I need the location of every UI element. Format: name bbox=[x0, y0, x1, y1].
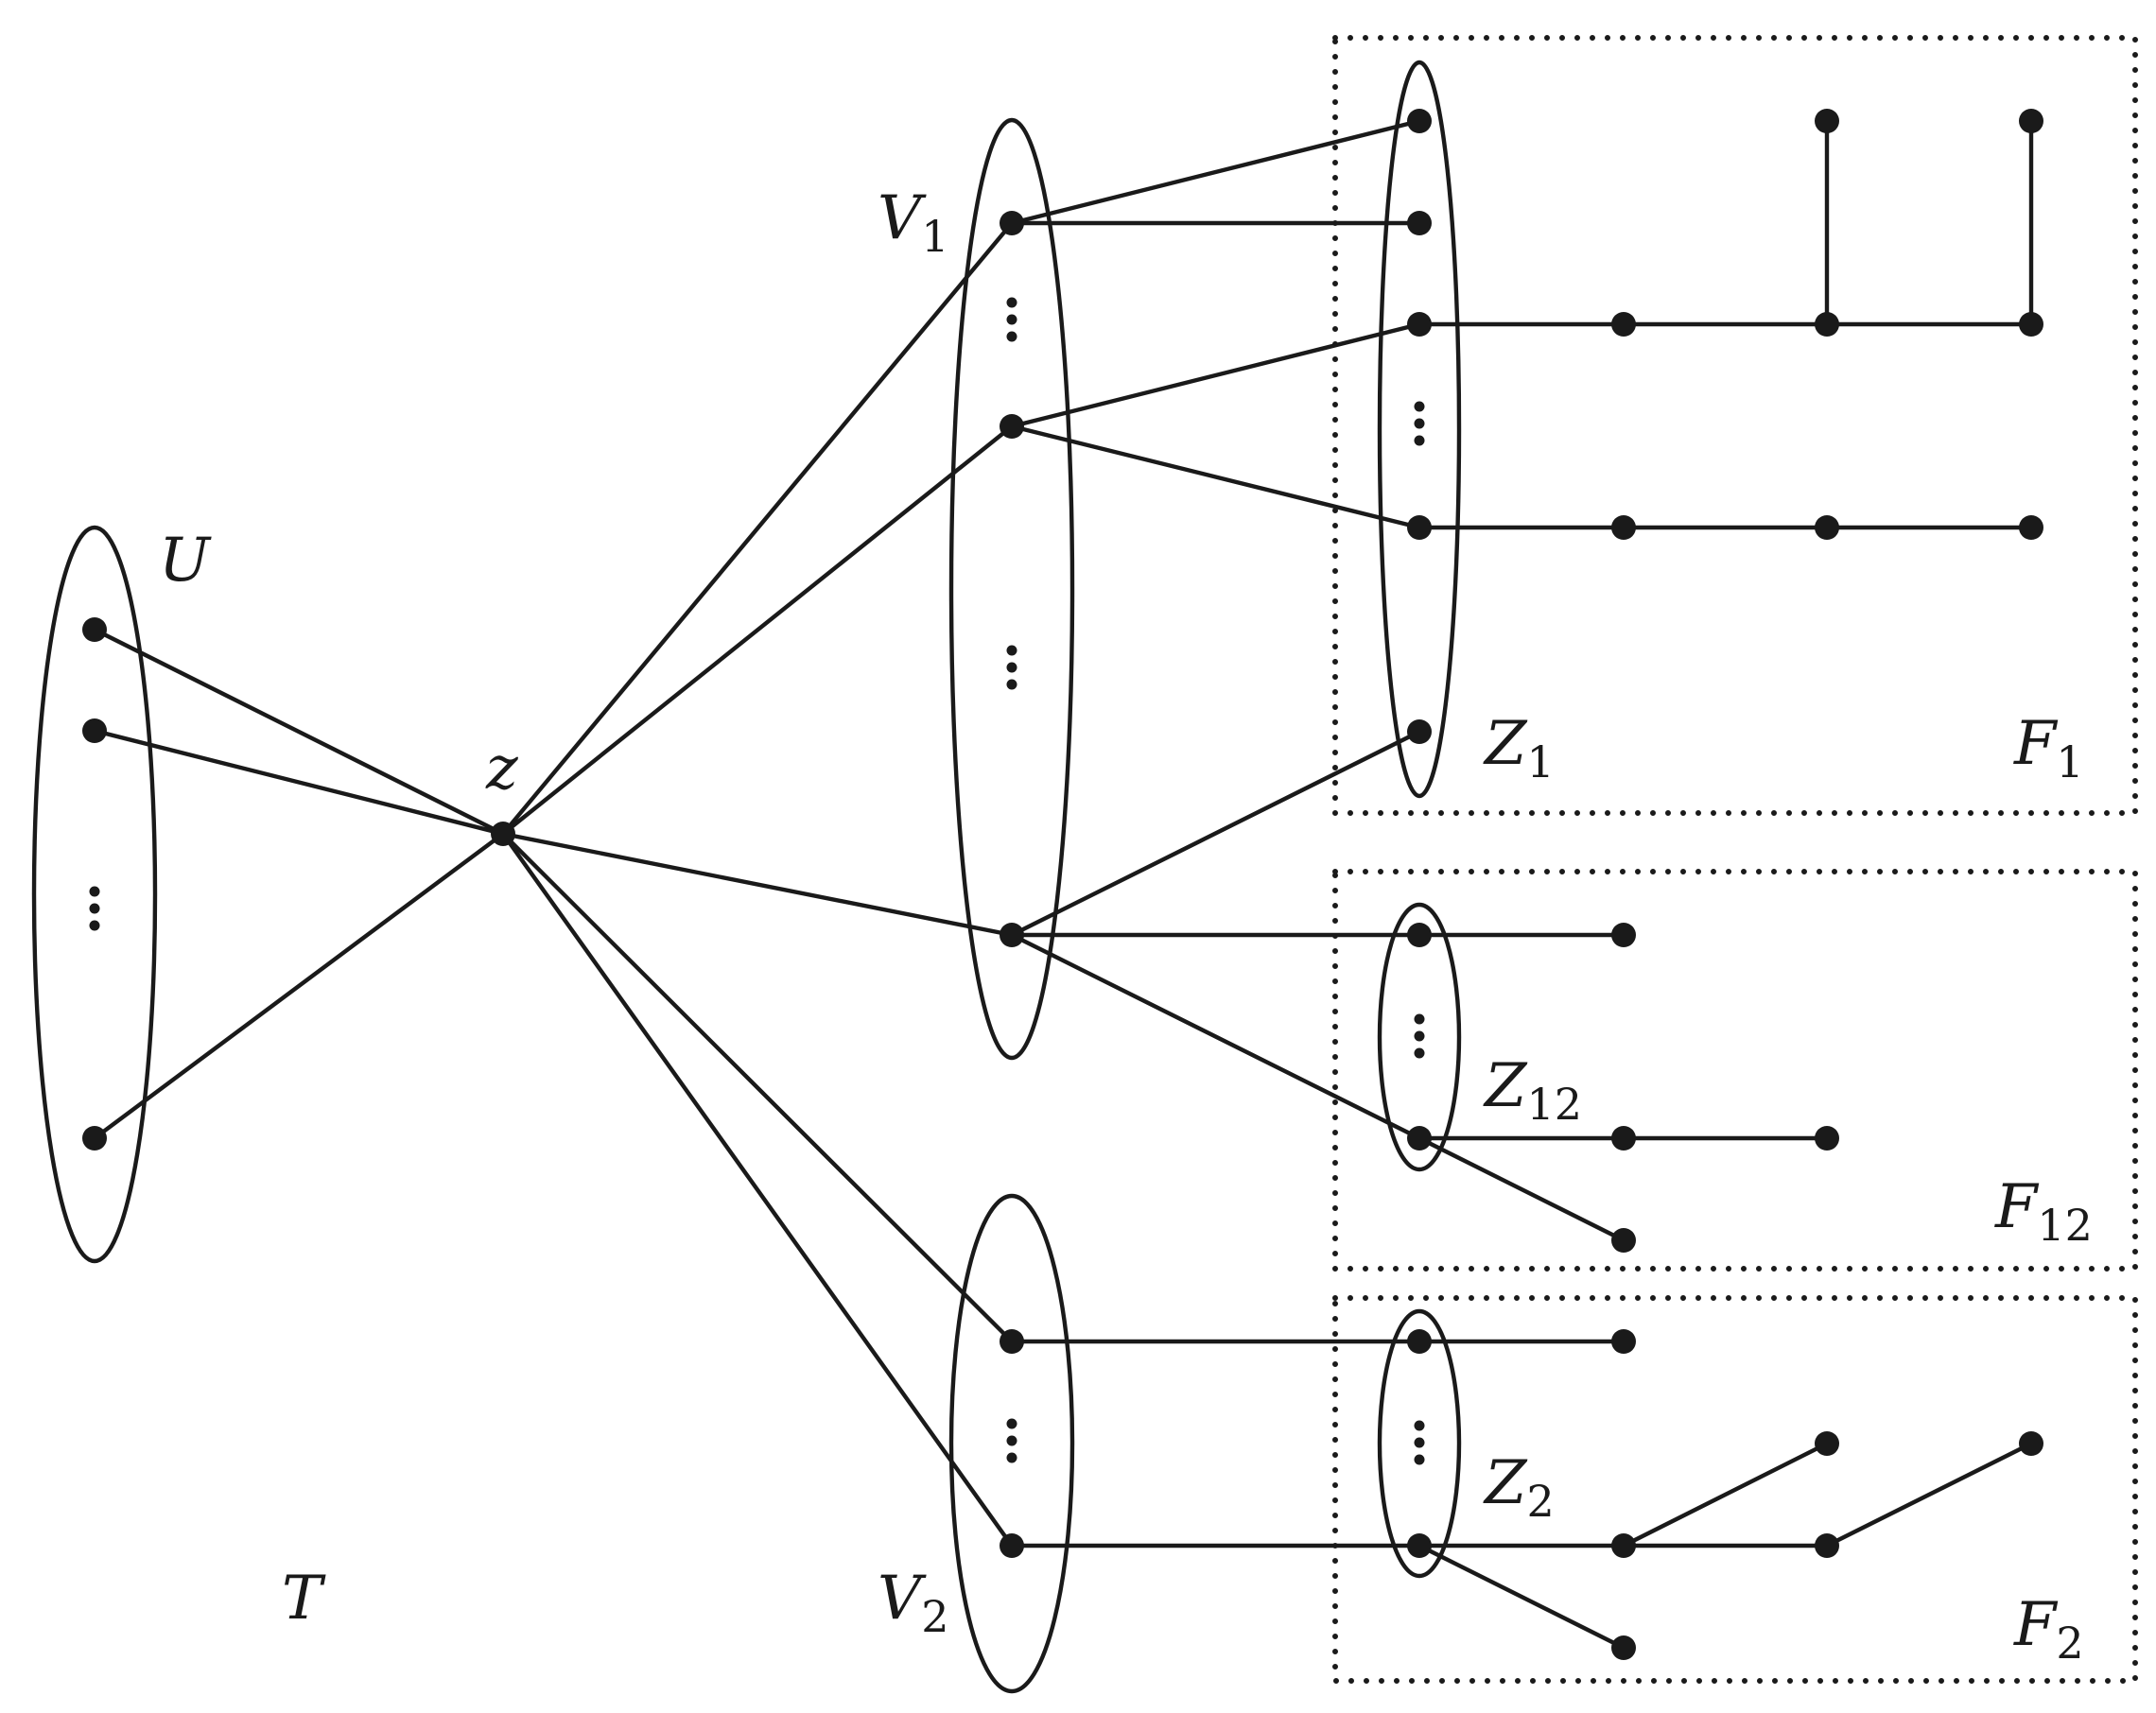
region-F12 bbox=[1332, 869, 2138, 1272]
label-z: z bbox=[485, 734, 519, 804]
node-f2d bbox=[1815, 1533, 1839, 1558]
ellipsis-Z2 bbox=[1414, 1420, 1425, 1465]
node-f12a bbox=[1611, 923, 1636, 947]
node-f12b bbox=[1611, 1126, 1636, 1151]
node-v1c bbox=[1000, 923, 1024, 947]
label-Z12: Z12 bbox=[1483, 1051, 1582, 1130]
label-V1: V1 bbox=[878, 183, 949, 262]
edge-z-v1a bbox=[500, 220, 1015, 837]
edge-z-v1b bbox=[500, 424, 1015, 837]
edge-f2b-f2c bbox=[1621, 1441, 1830, 1549]
edge-u3-z bbox=[92, 831, 506, 1141]
edge-v1c-z12b bbox=[1009, 932, 1422, 1141]
label-F1: F1 bbox=[2013, 709, 2084, 787]
label-F2: F2 bbox=[2013, 1590, 2084, 1669]
set-Z12-ellipse bbox=[1377, 902, 1462, 1172]
node-z1a bbox=[1407, 109, 1432, 133]
nodes bbox=[82, 109, 2043, 1660]
node-z12a bbox=[1407, 923, 1432, 947]
node-f1a bbox=[1611, 312, 1636, 337]
edge-u1-z bbox=[92, 627, 506, 837]
node-f1c bbox=[2019, 312, 2043, 337]
edge-v1a-z1a bbox=[1009, 118, 1422, 226]
node-z2b bbox=[1407, 1533, 1432, 1558]
set-V2-ellipse bbox=[948, 1193, 1075, 1694]
node-f1f bbox=[1611, 515, 1636, 540]
node-f12d bbox=[1611, 1228, 1636, 1253]
ellipsis-U bbox=[89, 886, 100, 931]
node-f12c bbox=[1815, 1126, 1839, 1151]
edge-v1b-z1d bbox=[1009, 424, 1422, 530]
label-Z1: Z1 bbox=[1483, 709, 1555, 787]
node-z bbox=[491, 822, 515, 846]
ellipsis-V2 bbox=[1006, 1418, 1017, 1463]
label-U: U bbox=[159, 526, 212, 596]
edges bbox=[92, 118, 2034, 1651]
edge-z-v2b bbox=[500, 831, 1015, 1549]
region-F1 bbox=[1332, 35, 2138, 816]
node-f1h bbox=[2019, 515, 2043, 540]
node-f2a bbox=[1611, 1329, 1636, 1354]
edge-v1c-z1e bbox=[1009, 729, 1422, 938]
node-f1b bbox=[1815, 312, 1839, 337]
node-f1d bbox=[1815, 109, 1839, 133]
node-z1d bbox=[1407, 515, 1432, 540]
edge-f2d-f2e bbox=[1824, 1441, 2034, 1549]
edge-z12b-f12d bbox=[1417, 1135, 1626, 1243]
node-f1e bbox=[2019, 109, 2043, 133]
node-v1b bbox=[1000, 414, 1024, 439]
node-f2f bbox=[1611, 1635, 1636, 1660]
set-Z1-ellipse bbox=[1377, 60, 1462, 799]
edge-u2-z bbox=[92, 728, 506, 837]
set-Z2-ellipse bbox=[1377, 1308, 1462, 1579]
edge-z2b-f2f bbox=[1417, 1543, 1626, 1651]
node-u1 bbox=[82, 617, 107, 642]
node-f2b bbox=[1611, 1533, 1636, 1558]
node-f2e bbox=[2019, 1431, 2043, 1456]
node-u3 bbox=[82, 1126, 107, 1151]
node-z12b bbox=[1407, 1126, 1432, 1151]
node-v2a bbox=[1000, 1329, 1024, 1354]
set-U-ellipse bbox=[31, 525, 158, 1264]
ellipsis-V1-middle bbox=[1006, 645, 1017, 690]
node-z1e bbox=[1407, 719, 1432, 744]
edge-z-v1c bbox=[500, 831, 1015, 938]
node-f2c bbox=[1815, 1431, 1839, 1456]
node-z1b bbox=[1407, 211, 1432, 235]
node-f1g bbox=[1815, 515, 1839, 540]
label-T: T bbox=[282, 1564, 326, 1634]
ellipsis-Z12 bbox=[1414, 1013, 1425, 1059]
ellipsis-Z1 bbox=[1414, 401, 1425, 446]
node-z1c bbox=[1407, 312, 1432, 337]
node-v1a bbox=[1000, 211, 1024, 235]
label-V2: V2 bbox=[878, 1564, 949, 1642]
edge-v1b-z1c bbox=[1009, 321, 1422, 429]
label-Z2: Z2 bbox=[1483, 1448, 1555, 1527]
ellipsis-V1-top bbox=[1006, 297, 1017, 342]
node-v2b bbox=[1000, 1533, 1024, 1558]
set-V1-ellipse bbox=[948, 117, 1075, 1061]
label-F12: F12 bbox=[1994, 1172, 2093, 1251]
node-z2a bbox=[1407, 1329, 1432, 1354]
node-u2 bbox=[82, 718, 107, 743]
ellipsis-dots bbox=[89, 297, 1425, 1465]
edge-z-v2a bbox=[500, 831, 1015, 1344]
